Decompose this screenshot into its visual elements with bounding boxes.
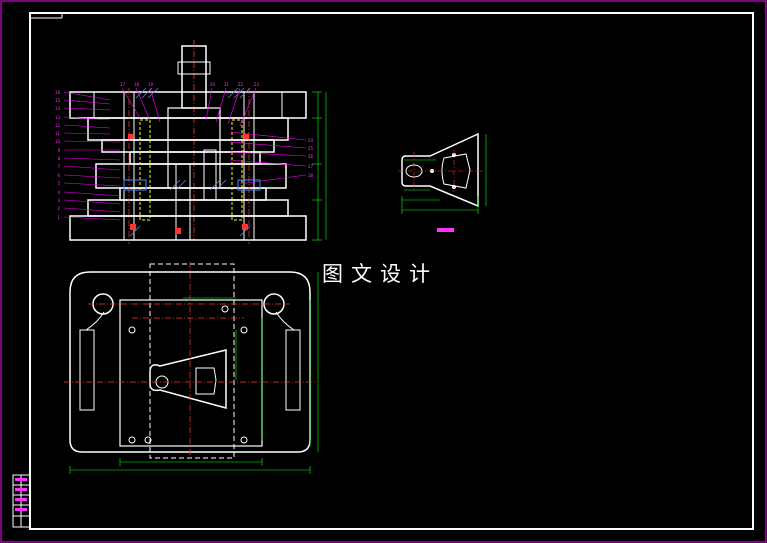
- part-number: 26: [308, 154, 314, 159]
- drawing-frame: [29, 12, 754, 530]
- part-number: 7: [57, 164, 60, 169]
- part-number: 23: [254, 82, 260, 87]
- part-number: 11: [55, 131, 61, 136]
- part-number: 9: [57, 148, 60, 153]
- part-number: 17: [120, 82, 126, 87]
- part-number: 5: [57, 181, 60, 186]
- part-number: 16: [55, 90, 61, 95]
- part-number: 27: [308, 164, 314, 169]
- part-number: 14: [55, 106, 61, 111]
- part-number: 21: [224, 82, 230, 87]
- watermark-text: 图文设计: [322, 262, 438, 286]
- part-number: 28: [308, 173, 314, 178]
- part-number: 15: [55, 98, 61, 103]
- part-number: 22: [238, 82, 244, 87]
- part-number: 12: [55, 123, 61, 128]
- part-number: 24: [308, 138, 314, 143]
- die-plan-view: [64, 262, 319, 474]
- part-number: 10: [55, 139, 61, 144]
- part-number: 20: [210, 82, 216, 87]
- part-number: 6: [57, 173, 60, 178]
- die-cavity-icon: [149, 349, 227, 409]
- revision-block: [12, 474, 31, 528]
- part-number: 8: [57, 156, 60, 161]
- part-number: 19: [148, 82, 154, 87]
- part-number: 2: [57, 206, 60, 211]
- part-number: 4: [57, 190, 60, 195]
- part-number: 25: [308, 146, 314, 151]
- part-drawing: [398, 132, 487, 214]
- part-number: 3: [57, 198, 60, 203]
- die-assembly-section: 16 15 14 13 12 11 10 9 8 7 6 5 4 3 2 1 1…: [55, 40, 327, 244]
- part-number: 18: [134, 82, 140, 87]
- part-number: 1: [57, 215, 60, 220]
- part-note-marker: [437, 228, 454, 232]
- part-number: 13: [55, 115, 61, 120]
